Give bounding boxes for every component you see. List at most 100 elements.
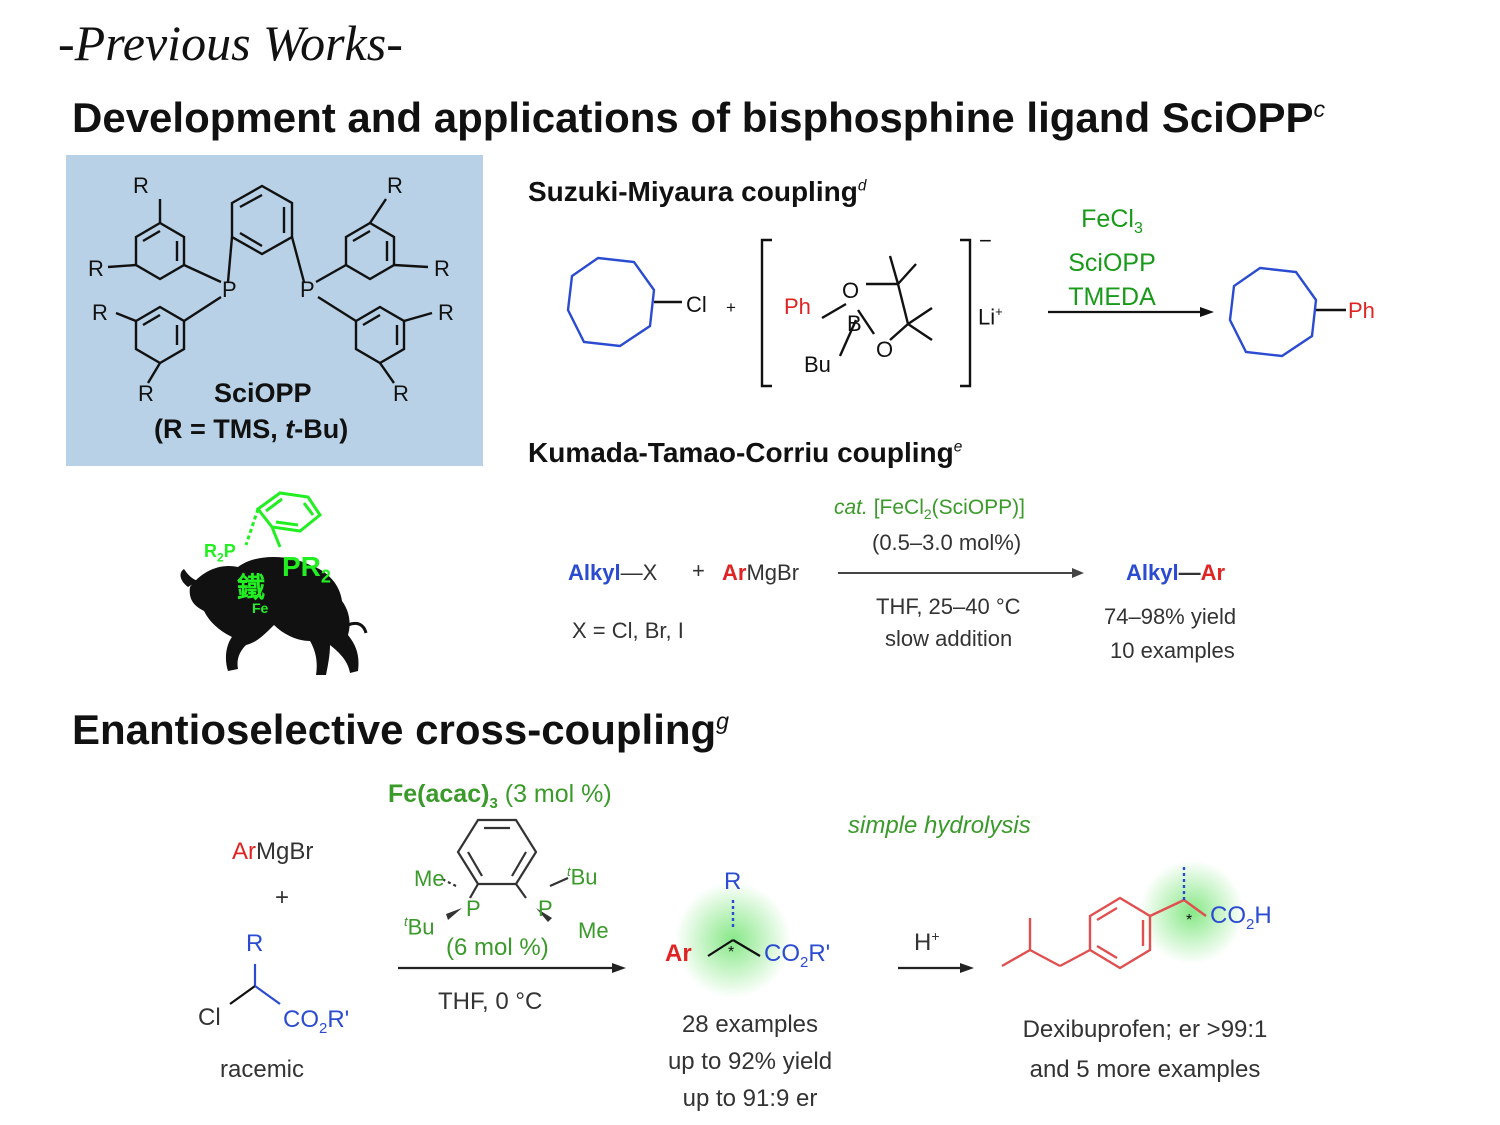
- iron-bull-mascot: [180, 491, 368, 675]
- pr2-text: PR: [282, 551, 321, 582]
- suzuki-conditions: FeCl3 SciOPP TMEDA: [1050, 202, 1174, 314]
- ref-sup: e: [953, 438, 963, 456]
- sciopp-box-bg: [66, 155, 483, 466]
- ligand-p: P: [466, 896, 481, 921]
- cat-load: (3 mol %): [497, 780, 612, 808]
- co2r-sub: 2: [319, 1019, 328, 1037]
- substrate-co2r: CO2R': [283, 1006, 349, 1037]
- ligand-tbu: tBu: [404, 914, 435, 940]
- li-label: Li+: [978, 304, 1003, 330]
- tbu-sup: t: [567, 864, 571, 879]
- x-text: —X: [620, 560, 658, 585]
- cat-sub: 3: [489, 795, 498, 812]
- r-label: R: [133, 173, 149, 198]
- h-sup: +: [931, 928, 940, 944]
- sciopp-structure: [107, 184, 433, 384]
- suzuki-heading-text: Suzuki-Miyaura coupling: [528, 176, 858, 207]
- product-dash: —: [1178, 560, 1201, 585]
- kumada-heading-text: Kumada-Tamao-Corriu coupling: [528, 437, 954, 468]
- r-label: R: [387, 173, 403, 198]
- alkyl-text: Alkyl: [568, 560, 621, 585]
- product-ar: Ar: [1200, 560, 1226, 585]
- hplus-label: H+: [914, 928, 940, 957]
- stereocenter-star: *: [1186, 912, 1193, 929]
- plus-sign: +: [692, 558, 705, 583]
- enantio-catalyst: Fe(acac)3 (3 mol %): [388, 780, 612, 812]
- stereocenter-star: *: [728, 944, 735, 961]
- definition-prefix: (R = TMS,: [154, 414, 286, 444]
- ar-text: Ar: [232, 838, 256, 865]
- r-label: R: [434, 256, 450, 281]
- li-text: Li: [978, 304, 996, 330]
- iron-kanji: 鐵: [237, 572, 266, 603]
- co2h-tail: H: [1254, 902, 1272, 929]
- tbu-text: Bu: [407, 914, 435, 940]
- mgbr-text: MgBr: [256, 838, 314, 865]
- suzuki-heading: Suzuki-Miyaura couplingd: [528, 176, 866, 208]
- pr2-sub: 2: [320, 566, 331, 587]
- dex-more: and 5 more examples: [1029, 1056, 1261, 1083]
- kumada-cond-addition: slow addition: [885, 626, 1013, 651]
- cat-loading: (0.5–3.0 mol%): [872, 530, 1022, 555]
- enantio-grignard: ArMgBr: [232, 838, 313, 866]
- kumada-heading: Kumada-Tamao-Corriu couplinge: [528, 437, 962, 469]
- co2r-tail: R': [808, 940, 831, 967]
- ph-label: Ph: [784, 294, 811, 319]
- cat-main: Fe(acac): [388, 780, 490, 808]
- r2p-label: R2P: [204, 541, 236, 565]
- kumada-substrate: Alkyl—X: [568, 560, 657, 586]
- r-label: R: [438, 300, 454, 325]
- li-sup: +: [995, 304, 1003, 319]
- o-label: O: [876, 337, 894, 362]
- h-text: H: [914, 929, 932, 956]
- ligand-p: P: [538, 896, 553, 921]
- suzuki-scheme: [566, 238, 1346, 388]
- ref-sup: c: [1313, 96, 1326, 122]
- mgbr-text: MgBr: [746, 560, 800, 585]
- stat-yield: up to 92% yield: [667, 1048, 833, 1075]
- co2r-tail: R': [327, 1006, 350, 1033]
- r-label: R: [88, 256, 104, 281]
- r-label: R: [138, 381, 154, 406]
- kumada-cond-temp: THF, 25–40 °C: [876, 594, 1021, 619]
- product-stats: 28 examples up to 92% yield up to 91:9 e…: [630, 1006, 870, 1117]
- co2r-text: CO: [283, 1006, 319, 1033]
- r2p-sub: 2: [217, 550, 224, 565]
- product-r: R: [724, 868, 742, 895]
- enantio-conditions: THF, 0 °C: [438, 988, 543, 1015]
- reagent-sciopp: SciOPP: [1068, 249, 1156, 277]
- dex-co2h: CO2H: [1210, 902, 1272, 933]
- section-heading-sciopp: Development and applications of bisphosp…: [72, 94, 1325, 142]
- r-label: R: [92, 300, 108, 325]
- page-title: -Previous Works-: [58, 15, 403, 71]
- sciopp-name: SciOPP: [214, 378, 312, 408]
- racemic-label: racemic: [220, 1056, 305, 1083]
- section-heading-text: Development and applications of bisphosp…: [72, 94, 1314, 141]
- fe-label: Fe: [252, 600, 269, 616]
- cat-text2: (SciOPP)]: [931, 496, 1026, 519]
- co2r-text: CO: [764, 940, 800, 967]
- o-label: O: [842, 278, 860, 303]
- definition-italic: t: [285, 414, 295, 444]
- kumada-examples: 10 examples: [1110, 638, 1235, 663]
- stat-er: up to 91:9 er: [682, 1085, 818, 1112]
- product-co2r: CO2R': [764, 940, 830, 971]
- enantio-scheme: [229, 818, 1244, 1005]
- bu-label: Bu: [804, 352, 831, 377]
- definition-suffix: -Bu): [294, 414, 349, 444]
- substrate-r: R: [246, 930, 264, 957]
- fecl-text: FeCl: [1081, 205, 1134, 233]
- p-label: P: [222, 277, 237, 302]
- ligand-tbu: tBu: [567, 864, 598, 890]
- ligand-loading: (6 mol %): [446, 934, 549, 961]
- r2p-r: R: [204, 541, 217, 561]
- cat-text: [FeCl: [867, 496, 924, 519]
- kumada-product: Alkyl—Ar: [1126, 560, 1225, 586]
- co2r-sub: 2: [800, 953, 809, 971]
- tbu-text: Bu: [570, 864, 598, 890]
- x-definition: X = Cl, Br, I: [572, 618, 684, 643]
- sciopp-definition: (R = TMS, t-Bu): [154, 414, 348, 445]
- grignard-label: ArMgBr: [722, 560, 799, 586]
- reagent-tmeda: TMEDA: [1068, 283, 1156, 311]
- product-alkyl: Alkyl: [1126, 560, 1179, 585]
